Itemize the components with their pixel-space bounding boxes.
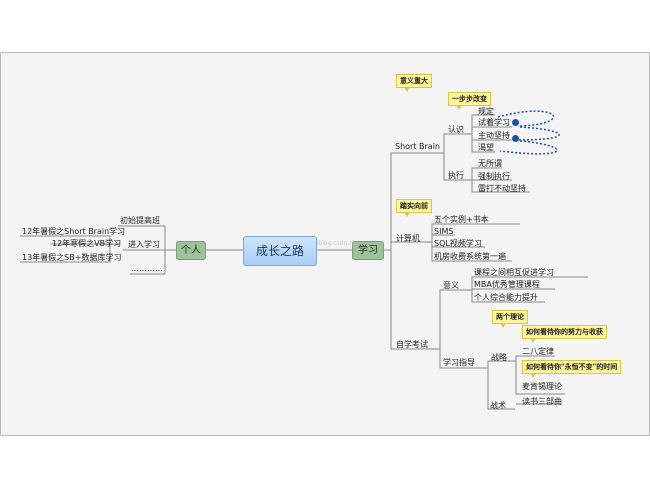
left-item-1[interactable]: 进入学习 (128, 240, 160, 249)
zhanshu-item-0[interactable]: 读书三部曲 (522, 397, 562, 406)
callout-significant: 意义重大 (396, 74, 432, 92)
zhixing-item-0[interactable]: 无所谓 (478, 159, 502, 168)
callout-step-by-step: 一步步改变 (448, 92, 491, 110)
short-brain-label[interactable]: Short Brain (395, 142, 440, 151)
arrow-dot-2 (512, 135, 519, 142)
left-subitem-1[interactable]: 12年寒假之VB学习 (52, 239, 122, 248)
left-subitem-2[interactable]: 13年暑假之SB+数据库学习 (22, 253, 122, 262)
zhixing-item-2[interactable]: 雷打不动坚持 (478, 184, 526, 193)
left-item-2[interactable]: ………… (131, 264, 163, 273)
callout-two-theories: 两个理论 (492, 310, 528, 328)
zhanshu-label[interactable]: 战术 (490, 401, 506, 410)
computer-label[interactable]: 计算机 (396, 234, 420, 243)
zhixing-item-1[interactable]: 强制执行 (478, 172, 510, 181)
branch-study[interactable]: 学习 (352, 241, 384, 260)
yiyi-item-1[interactable]: MBA优秀管理课程 (474, 280, 540, 289)
branch-personal[interactable]: 个人 (176, 241, 206, 260)
renshi-item-2[interactable]: 主动坚持 (478, 131, 510, 140)
renshi-item-0[interactable]: 规定 (478, 107, 494, 116)
left-item-0[interactable]: 初始提高班 (120, 216, 160, 225)
self-exam-label[interactable]: 自学考试 (396, 340, 428, 349)
computer-item-1[interactable]: SIMS (434, 227, 454, 236)
zhixing-label[interactable]: 执行 (448, 171, 464, 180)
yiyi-item-2[interactable]: 个人综合能力提升 (474, 293, 538, 302)
guide-label[interactable]: 学习指导 (443, 358, 475, 367)
computer-item-3[interactable]: 机房收费系统第一遍 (434, 252, 506, 261)
zhanlue-item-0[interactable]: 二八定律 (522, 347, 554, 356)
left-subitem-0[interactable]: 12年暑假之Short Brain学习 (22, 227, 126, 236)
yiyi-label[interactable]: 意义 (443, 281, 459, 290)
zhanlue-item-1[interactable]: 麦肯锡理论 (522, 382, 562, 391)
renshi-item-3[interactable]: 渴望 (478, 143, 494, 152)
zhanlue-label[interactable]: 战略 (491, 353, 507, 362)
renshi-item-1[interactable]: 试着学习 (478, 118, 510, 127)
root-node[interactable]: 成长之路 (243, 236, 317, 266)
watermark: http://blog.csdn.net/... (300, 240, 367, 247)
note-time: 如何看待你"永恒不变"的时间 (522, 360, 622, 378)
computer-item-0[interactable]: 五个实例+书本 (434, 215, 489, 224)
arrow-dot-1 (512, 119, 519, 126)
callout-steady: 踏实向前 (396, 199, 432, 217)
renshi-label[interactable]: 认识 (448, 125, 464, 134)
computer-item-2[interactable]: SQL视频学习 (434, 239, 482, 248)
yiyi-item-0[interactable]: 课程之间相互促进学习 (474, 268, 554, 277)
note-effort: 如何看待你的努力与收获 (522, 325, 607, 343)
